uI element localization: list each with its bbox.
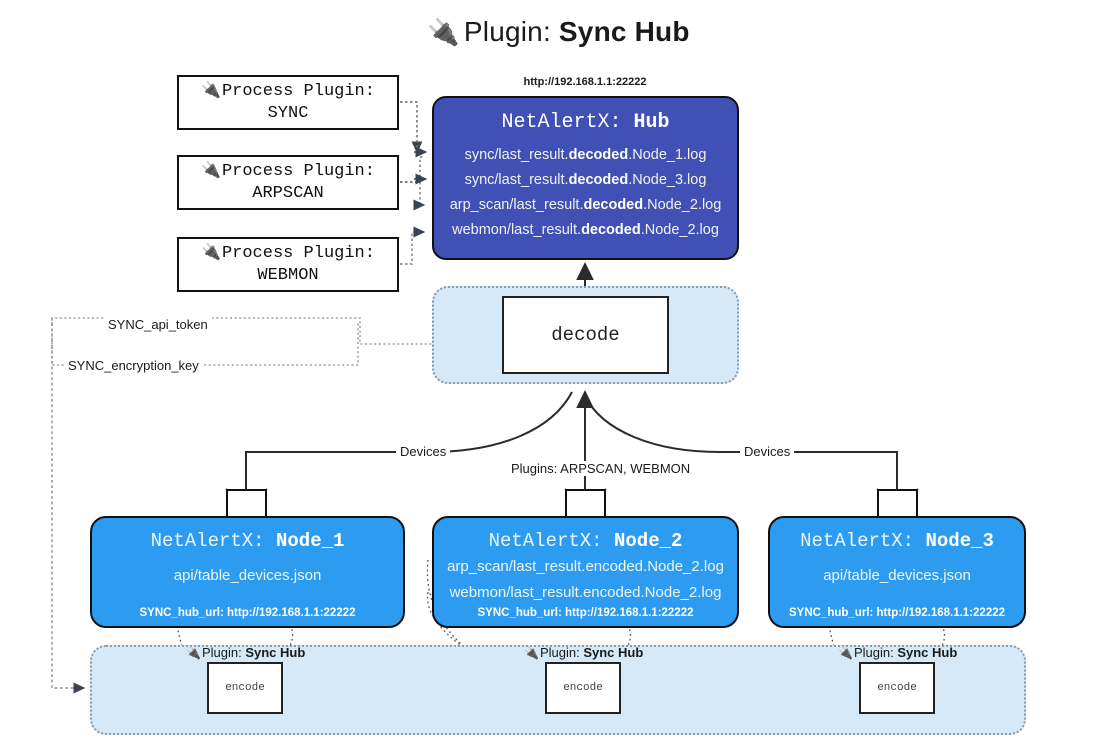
encode-box-1[interactable]: encode	[207, 662, 283, 714]
hub-row: webmon/last_result.decoded.Node_2.log	[434, 218, 737, 243]
hub-row: sync/last_result.decoded.Node_1.log	[434, 143, 737, 168]
hub-title-value: Hub	[633, 111, 670, 134]
hub-row-bold: decoded	[583, 197, 644, 213]
page-title-label: Plugin:	[463, 16, 551, 47]
edge-label-devices-right: Devices	[740, 444, 795, 459]
encoder-plugin-value: Sync Hub	[245, 645, 306, 660]
encoder-plugin-label-2: 🔌Plugin: Sync Hub	[524, 645, 643, 660]
node-line: api/table_devices.json	[823, 567, 971, 584]
plug-icon: 🔌	[427, 17, 460, 47]
encode-box-2[interactable]: encode	[545, 662, 621, 714]
page-title-value: Sync Hub	[558, 16, 690, 47]
hub-row-pre: webmon/last_result.	[452, 222, 582, 238]
hub-row-bold: decoded	[568, 172, 629, 188]
node-footer: SYNC_hub_url: http://192.168.1.1:22222	[477, 607, 694, 619]
node-box-node-1[interactable]: NetAlertX: Node_1 api/table_devices.json…	[90, 516, 405, 628]
decode-box[interactable]: decode	[502, 296, 669, 374]
node-title-prefix: NetAlertX:	[150, 530, 265, 552]
process-plugin-value: SYNC	[267, 103, 309, 123]
envelope-icon	[226, 489, 267, 520]
encoder-plugin-value: Sync Hub	[897, 645, 958, 660]
process-plugin-box-webmon[interactable]: 🔌Process Plugin: WEBMON	[177, 237, 399, 292]
process-plugin-label: Process Plugin:	[221, 243, 375, 263]
plug-icon: 🔌	[201, 244, 221, 263]
node-title-prefix: NetAlertX:	[800, 530, 915, 552]
node-title: NetAlertX: Node_1	[92, 530, 403, 552]
hub-row: arp_scan/last_result.decoded.Node_2.log	[434, 193, 737, 218]
edge-label-plugins: Plugins: ARPSCAN, WEBMON	[507, 461, 695, 476]
node-title-prefix: NetAlertX:	[488, 530, 603, 552]
node-title-value: Node_2	[614, 530, 683, 552]
encoder-plugin-label-text: Plugin:	[853, 645, 894, 660]
plug-icon: 🔌	[186, 646, 201, 660]
process-plugin-label: Process Plugin:	[221, 81, 375, 101]
node-title: NetAlertX: Node_3	[770, 530, 1024, 552]
plug-icon: 🔌	[524, 646, 539, 660]
encoder-plugin-value: Sync Hub	[583, 645, 644, 660]
plug-icon: 🔌	[201, 82, 221, 101]
hub-row-post: .Node_2.log	[643, 197, 722, 213]
hub-row-post: .Node_1.log	[628, 147, 707, 163]
process-plugin-value: WEBMON	[257, 265, 319, 285]
page-title: 🔌Plugin: Sync Hub	[0, 16, 1117, 48]
envelope-icon	[877, 489, 918, 520]
process-plugin-box-sync[interactable]: 🔌Process Plugin: SYNC	[177, 75, 399, 130]
node-footer: SYNC_hub_url: http://192.168.1.1:22222	[139, 607, 356, 619]
node-line: api/table_devices.json	[173, 567, 322, 584]
hub-url: http://192.168.1.1:22222	[523, 76, 647, 88]
process-plugin-value: ARPSCAN	[252, 183, 324, 203]
hub-row-pre: sync/last_result.	[464, 147, 569, 163]
node-line-list: arp_scan/last_result.encoded.Node_2.log …	[434, 554, 737, 606]
hub-row-post: .Node_3.log	[628, 172, 707, 188]
node-title-value: Node_1	[276, 530, 345, 552]
edge-label-devices-left: Devices	[396, 444, 451, 459]
hub-title: NetAlertX: Hub	[434, 111, 737, 134]
node-line: webmon/last_result.encoded.Node_2.log	[449, 584, 722, 601]
node-footer: SYNC_hub_url: http://192.168.1.1:22222	[788, 607, 1006, 619]
node-line: arp_scan/last_result.encoded.Node_2.log	[447, 558, 724, 575]
encoder-plugin-label-text: Plugin:	[539, 645, 580, 660]
hub-row-list: sync/last_result.decoded.Node_1.log sync…	[434, 143, 737, 243]
process-plugin-label: Process Plugin:	[221, 161, 375, 181]
hub-title-prefix: NetAlertX:	[501, 111, 622, 134]
edge-label-api-token: SYNC_api_token	[104, 317, 212, 332]
hub-row-bold: decoded	[568, 147, 629, 163]
encoder-plugin-label-3: 🔌Plugin: Sync Hub	[838, 645, 957, 660]
hub-row: sync/last_result.decoded.Node_3.log	[434, 168, 737, 193]
hub-row-pre: sync/last_result.	[464, 172, 569, 188]
encoder-plugin-label-1: 🔌Plugin: Sync Hub	[186, 645, 305, 660]
hub-row-bold: decoded	[581, 222, 641, 238]
node-title-value: Node_3	[925, 530, 994, 552]
node-title: NetAlertX: Node_2	[434, 530, 737, 552]
plug-icon: 🔌	[838, 646, 853, 660]
plug-icon: 🔌	[201, 162, 221, 181]
hub-row-post: .Node_2.log	[640, 222, 719, 238]
encoder-plugin-label-text: Plugin:	[201, 645, 242, 660]
hub-row-pre: arp_scan/last_result.	[449, 197, 584, 213]
process-plugin-box-arpscan[interactable]: 🔌Process Plugin: ARPSCAN	[177, 155, 399, 210]
hub-node[interactable]: NetAlertX: Hub sync/last_result.decoded.…	[432, 96, 739, 260]
node-box-node-3[interactable]: NetAlertX: Node_3 api/table_devices.json…	[768, 516, 1026, 628]
edge-label-encryption-key: SYNC_encryption_key	[64, 358, 203, 373]
encode-box-3[interactable]: encode	[859, 662, 935, 714]
node-box-node-2[interactable]: NetAlertX: Node_2 arp_scan/last_result.e…	[432, 516, 739, 628]
